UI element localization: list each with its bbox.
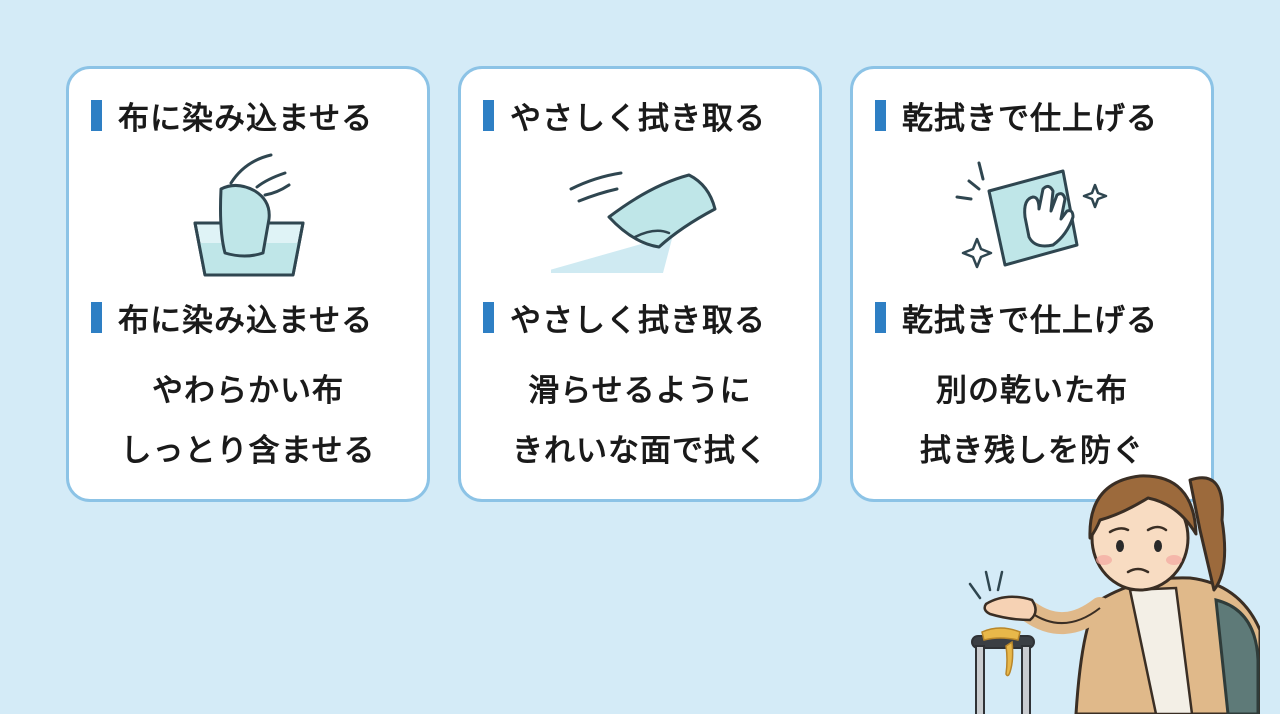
step-description-line: 滑らせるように bbox=[528, 373, 752, 409]
step-card-soak: 布に染み込ませる 布に染み込ませる やわらかい布 しっとり含ませる bbox=[66, 66, 430, 502]
heading-accent-bar bbox=[875, 301, 886, 333]
suitcase-handle bbox=[971, 627, 1035, 714]
step-description-line: きれいな面で拭く bbox=[512, 433, 768, 469]
ponytail bbox=[1188, 476, 1227, 592]
step-description-line: 拭き残しを防ぐ bbox=[920, 433, 1144, 469]
step-heading: やさしく拭き取る bbox=[483, 95, 809, 137]
step-subheading: 乾拭きで仕上げる bbox=[875, 297, 1201, 339]
worry-lines bbox=[968, 570, 1004, 600]
eye bbox=[1154, 540, 1162, 552]
step-card-wipe: やさしく拭き取る やさしく拭き取る 滑らせるように きれいな面で拭く bbox=[458, 66, 822, 502]
heading-accent-bar bbox=[875, 99, 886, 131]
heading-accent-bar bbox=[483, 99, 494, 131]
shirt bbox=[1128, 586, 1194, 714]
step-heading: 布に染み込ませる bbox=[91, 95, 417, 137]
step-heading-text: やさしく拭き取る bbox=[510, 100, 766, 137]
step-heading-text: 乾拭きで仕上げる bbox=[902, 100, 1158, 137]
hand-with-dry-cloth-sparkle-icon bbox=[955, 161, 1108, 269]
mouth bbox=[1126, 567, 1150, 574]
cloth-wipe-motion-icon bbox=[551, 171, 717, 273]
step-subheading: やさしく拭き取る bbox=[483, 297, 809, 339]
step-card-dry-finish: 乾拭きで仕上げる 乾拭きで仕上げる 別の乾いた布 拭き残しを防ぐ bbox=[850, 66, 1214, 502]
hand bbox=[983, 595, 1037, 622]
step-description-line: やわらかい布 bbox=[152, 373, 344, 409]
cloth-in-water-bowl-icon bbox=[193, 153, 305, 277]
step-subheading-text: 乾拭きで仕上げる bbox=[902, 302, 1158, 339]
worried-brows bbox=[1108, 525, 1168, 534]
eye bbox=[1116, 540, 1124, 552]
step-subheading: 布に染み込ませる bbox=[91, 297, 417, 339]
step-subheading-text: やさしく拭き取る bbox=[510, 302, 766, 339]
step-description-line: 別の乾いた布 bbox=[936, 373, 1128, 409]
step-heading: 乾拭きで仕上げる bbox=[875, 95, 1201, 137]
heading-accent-bar bbox=[91, 99, 102, 131]
step-subheading-text: 布に染み込ませる bbox=[118, 302, 374, 339]
heading-accent-bar bbox=[483, 301, 494, 333]
worried-traveler-illustration bbox=[968, 474, 1260, 714]
backpack bbox=[1214, 598, 1260, 714]
step-description-line: しっとり含ませる bbox=[120, 433, 376, 469]
hair bbox=[1088, 474, 1198, 540]
heading-accent-bar bbox=[91, 301, 102, 333]
step-heading-text: 布に染み込ませる bbox=[118, 100, 374, 137]
